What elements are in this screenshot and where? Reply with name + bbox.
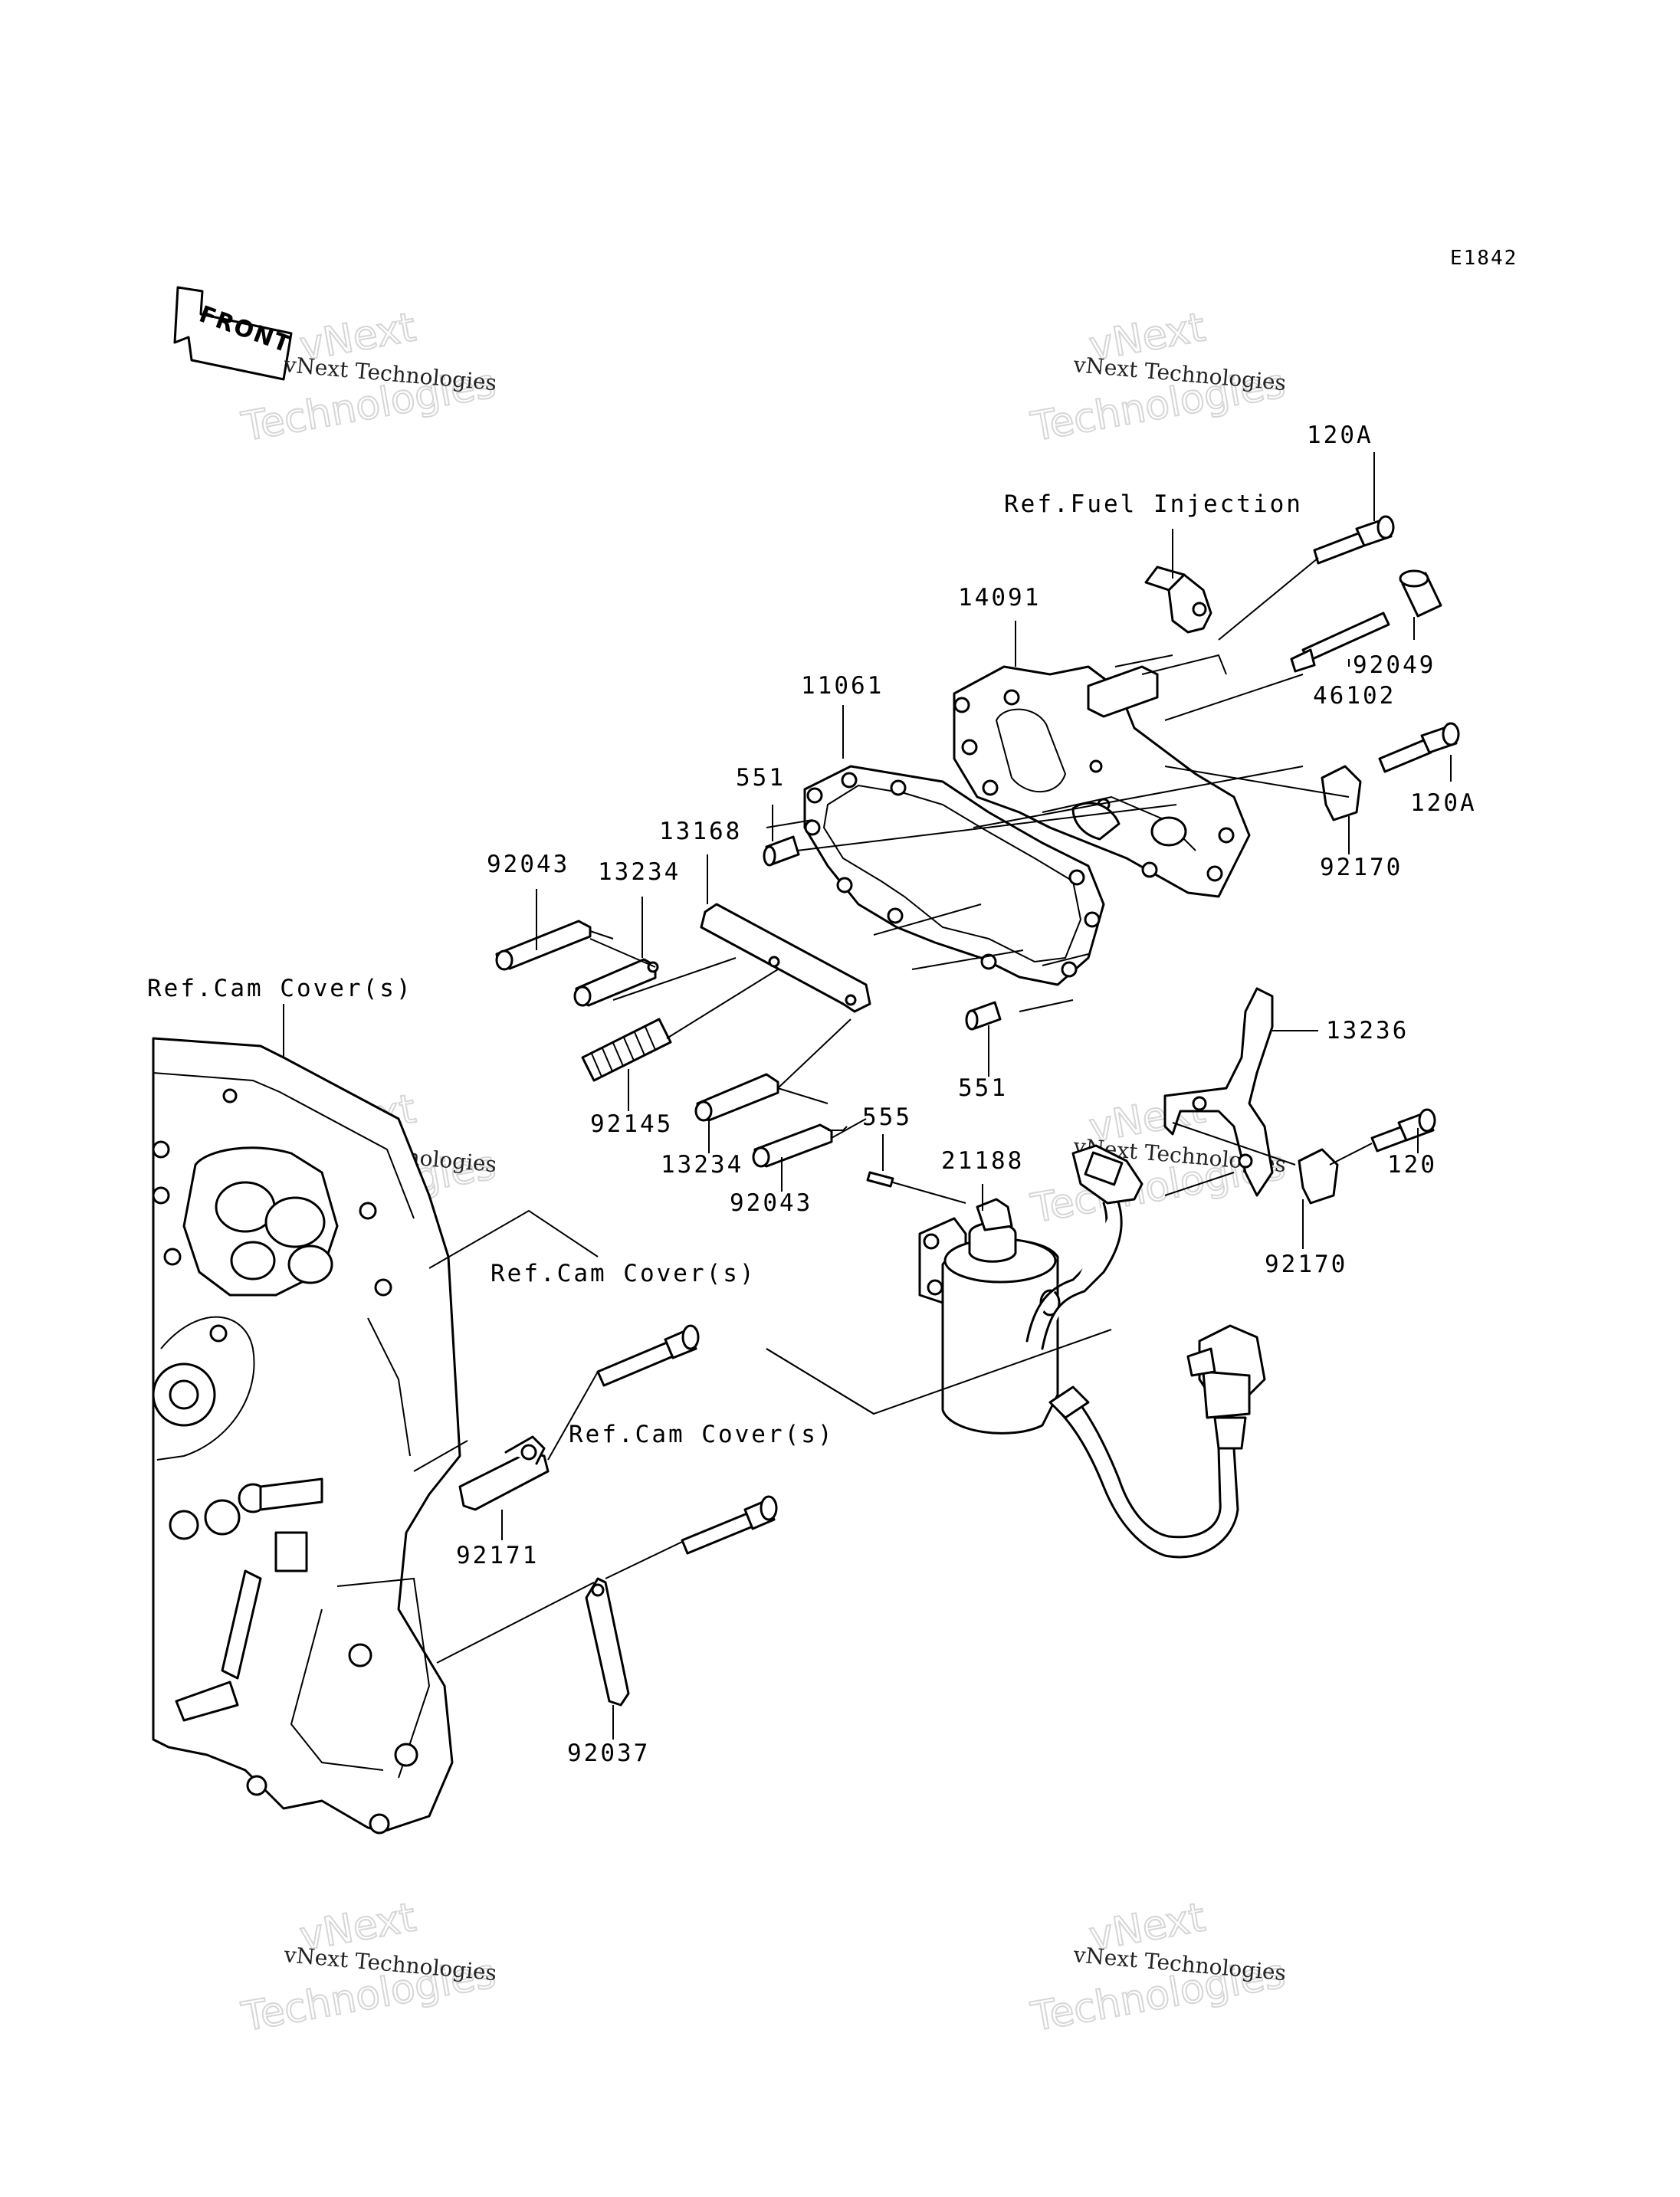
front-arrow-icon: FRONT [173, 286, 294, 381]
fuel-injection-bracket [1144, 566, 1212, 634]
label-120A-right: 120A [1410, 789, 1477, 817]
part-21188-actuator [918, 1198, 1061, 1435]
label-555: 555 [862, 1103, 912, 1131]
label-13234-bottom: 13234 [661, 1151, 743, 1179]
label-14091: 14091 [958, 584, 1041, 612]
part-555-pin [866, 1171, 966, 1204]
ref-cam-cover-low: Ref.Cam Cover(s) [569, 1421, 835, 1448]
cam-cover-bolt-lower [681, 1495, 778, 1555]
cam-cover-bolt-upper [596, 1324, 700, 1387]
label-92043-bottom: 92043 [730, 1189, 812, 1217]
diagram-code: E1842 [1450, 247, 1518, 270]
label-92049: 92049 [1353, 651, 1436, 679]
wiring-harness [1025, 1144, 1266, 1559]
label-11061: 11061 [801, 672, 884, 700]
part-120A-right-bolt [1378, 722, 1460, 773]
label-92043-top: 92043 [487, 851, 569, 878]
label-92170-top: 92170 [1320, 854, 1403, 881]
part-92170-bottom-clamp [1298, 1148, 1339, 1205]
label-551-top: 551 [736, 764, 786, 792]
label-92145: 92145 [590, 1110, 673, 1138]
part-92037-bracket [585, 1577, 630, 1707]
label-21188: 21188 [941, 1147, 1024, 1175]
part-551-bottom-dowel [965, 1001, 1002, 1031]
label-120: 120 [1387, 1151, 1437, 1179]
part-92043-bottom-pin [752, 1123, 848, 1168]
label-92171: 92171 [456, 1542, 539, 1569]
part-92170-top-clamp [1321, 765, 1362, 821]
watermark-top-right: vNext Technologies vNext Technologies [1027, 303, 1289, 451]
assembly-lines [413, 557, 1373, 1664]
ref-cam-cover-mid: Ref.Cam Cover(s) [491, 1260, 756, 1287]
part-92043-top-pin [495, 920, 614, 971]
label-120A-top: 120A [1307, 421, 1373, 449]
part-13168-plate [700, 903, 871, 1013]
ref-cam-cover-main: Ref.Cam Cover(s) [147, 975, 413, 1002]
label-13234-top: 13234 [598, 858, 681, 886]
ref-fuel-injection: Ref.Fuel Injection [1004, 490, 1303, 518]
label-551-bottom: 551 [958, 1074, 1008, 1102]
part-120-bolt [1370, 1108, 1436, 1153]
watermark-bottom-right: vNext Technologies vNext Technologies [1027, 1894, 1289, 2041]
label-46102: 46102 [1313, 682, 1396, 710]
engine-cam-cover [152, 1004, 461, 1835]
part-13234-bottom-pin [694, 1073, 829, 1122]
label-92170-bottom: 92170 [1265, 1251, 1347, 1278]
label-13168: 13168 [659, 818, 742, 845]
part-11061-gasket [803, 765, 1105, 986]
part-92145-spring [581, 1018, 672, 1082]
label-leaders [501, 452, 1452, 1740]
part-92171-bracket [458, 1435, 550, 1511]
part-46102-shaft [1290, 612, 1390, 673]
part-120A-top-bolt [1313, 515, 1395, 565]
part-13236-bracket [1163, 987, 1274, 1197]
part-14091-cover [953, 665, 1251, 898]
part-551-top-dowel [763, 835, 800, 867]
label-92037: 92037 [567, 1740, 650, 1767]
watermark-bottom-left: vNext Technologies vNext Technologies [238, 1894, 500, 2041]
part-92049-seal [1399, 569, 1442, 618]
label-13236: 13236 [1326, 1017, 1409, 1044]
